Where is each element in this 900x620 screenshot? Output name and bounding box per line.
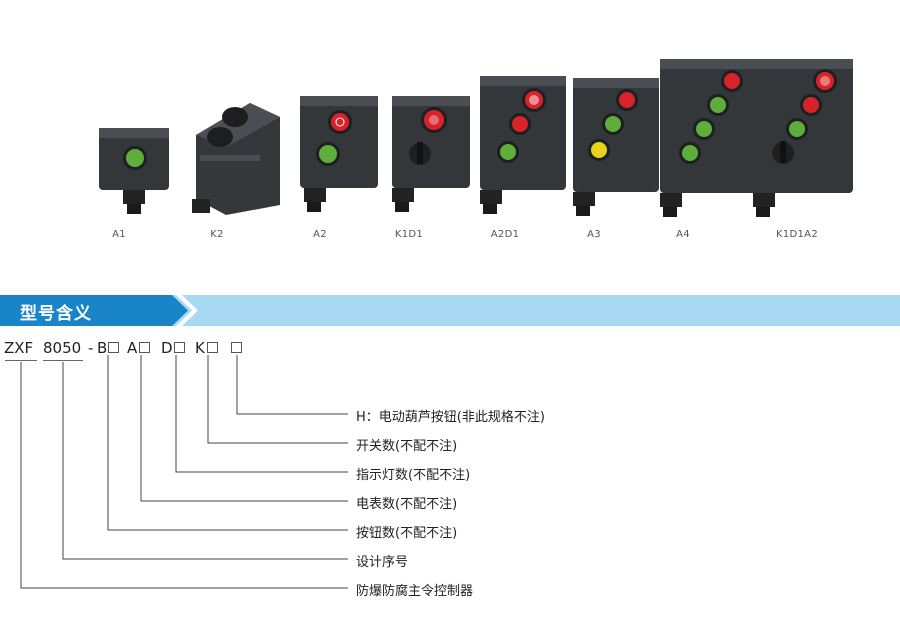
code-b-letter: B (97, 339, 108, 357)
underline-prefix (5, 360, 37, 361)
code-d-box (174, 342, 185, 353)
code-dash: - (88, 339, 94, 357)
product-a1-image (95, 120, 175, 220)
meaning-switch-count: 开关数(不配不注) (356, 439, 458, 454)
product-k2-image (190, 95, 285, 220)
product-a3-caption: A3 (587, 229, 601, 240)
product-a4-caption: A4 (676, 229, 690, 240)
code-a-box (139, 342, 150, 353)
section-title: 型号含义 (20, 304, 92, 324)
meaning-design-serial: 设计序号 (356, 555, 409, 570)
underline-series (43, 360, 83, 361)
meaning-h: H：电动葫芦按钮(非此规格不注) (356, 410, 545, 425)
product-a3-image (565, 74, 665, 220)
section-banner: 型号含义 (0, 295, 900, 326)
meaning-button-count: 按钮数(不配不注) (356, 526, 458, 541)
code-k-letter: K (195, 339, 205, 357)
code-d-letter: D (161, 339, 173, 357)
code-k-box (207, 342, 218, 353)
product-k2-caption: K2 (210, 229, 224, 240)
product-k1d1-image (384, 92, 476, 220)
product-gallery: A1 K2 A2 (0, 0, 900, 260)
product-a2-image (292, 92, 384, 220)
product-k1d1a2-image (745, 55, 860, 220)
code-h-box (231, 342, 242, 353)
product-a1-caption: A1 (112, 229, 126, 240)
banner-dark-tab (0, 295, 188, 326)
meaning-meter-count: 电表数(不配不注) (356, 497, 458, 512)
product-a2d1-image (472, 72, 572, 220)
meaning-indicator-count: 指示灯数(不配不注) (356, 468, 471, 483)
code-series: 8050 (43, 339, 82, 357)
product-k1d1a2-caption: K1D1A2 (776, 229, 818, 240)
product-k1d1-caption: K1D1 (394, 229, 424, 240)
product-a4-image (652, 55, 767, 220)
code-b-box (108, 342, 119, 353)
product-a2d1-caption: A2D1 (490, 229, 520, 240)
meaning-product-name: 防爆防腐主令控制器 (356, 584, 474, 599)
code-a-letter: A (127, 339, 138, 357)
product-a2-caption: A2 (313, 229, 327, 240)
code-prefix: ZXF (4, 339, 34, 357)
